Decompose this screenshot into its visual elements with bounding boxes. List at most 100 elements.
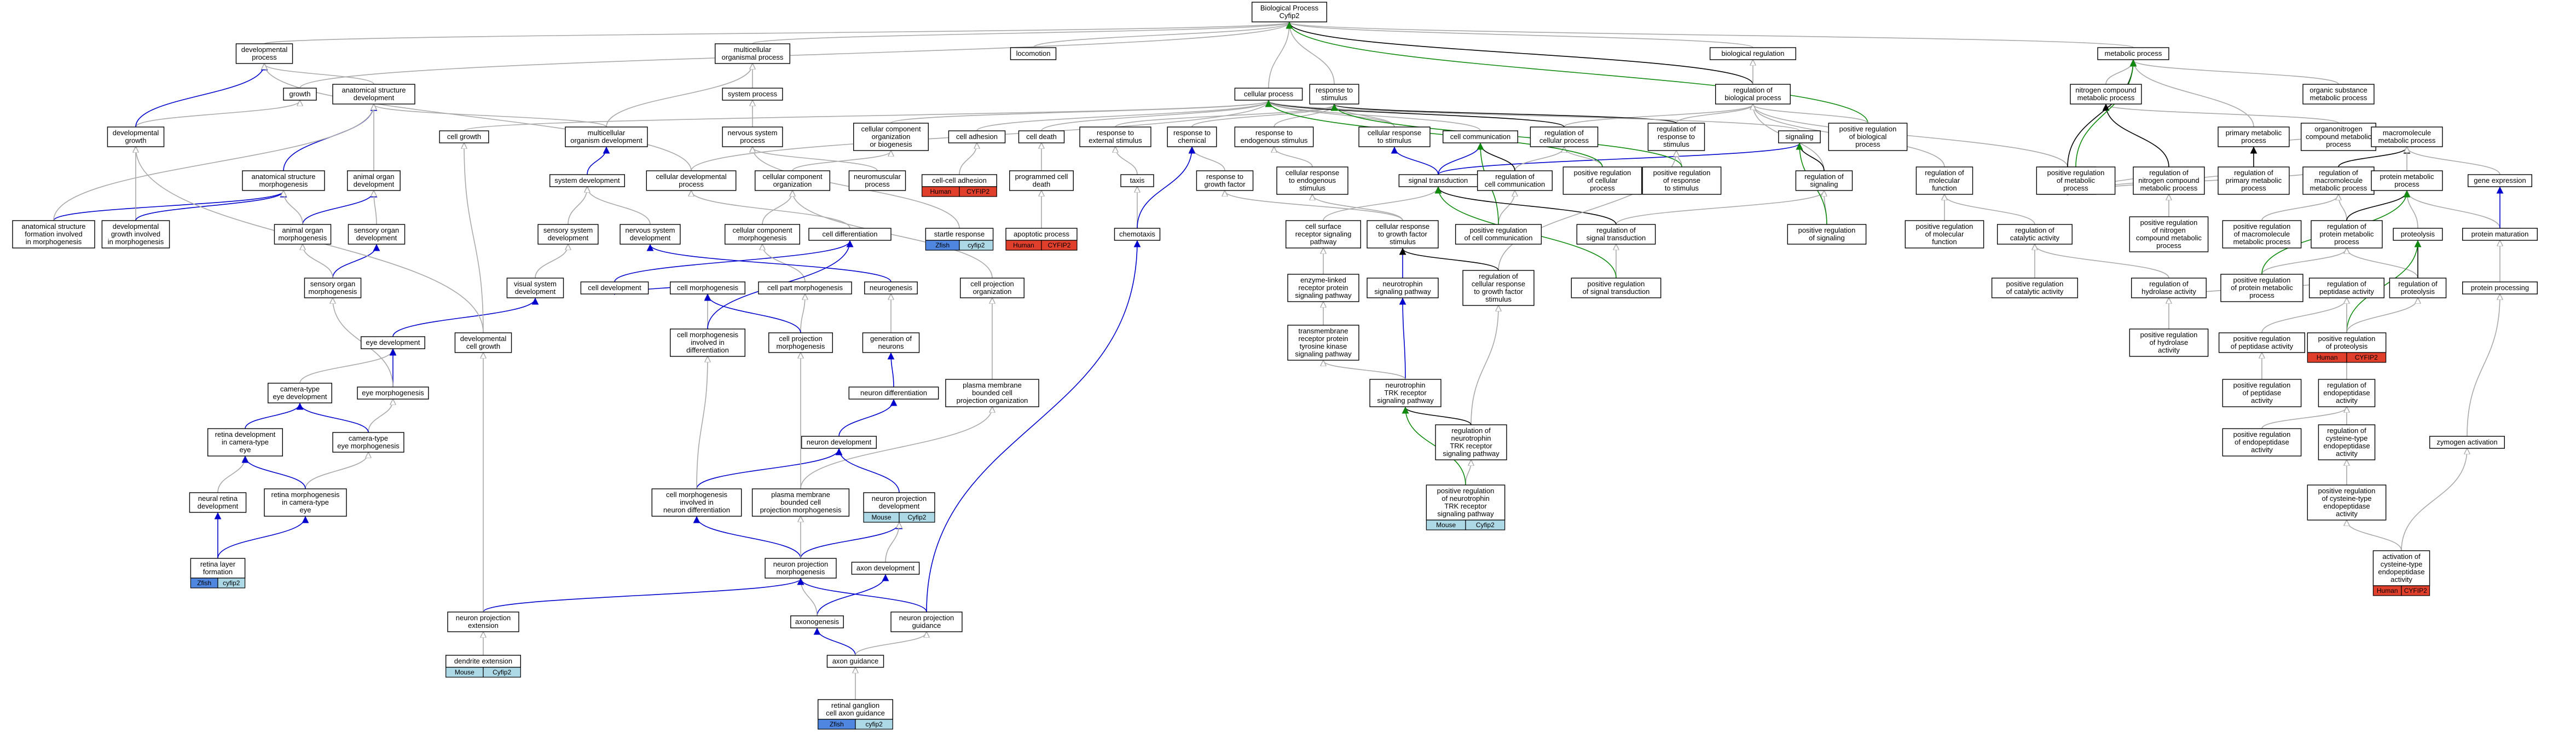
term-node-geneexpr[interactable]: gene expression (2468, 174, 2532, 187)
term-node-signaling[interactable]: signaling (1778, 130, 1821, 143)
term-node-eyemorph[interactable]: eye morphogenesis (357, 386, 429, 400)
term-node-chemotaxis[interactable]: chemotaxis (1114, 228, 1161, 241)
term-node-biolreg[interactable]: biological regulation (1709, 47, 1797, 60)
term-node-cellgrowth[interactable]: cell growth (439, 130, 489, 143)
term-node-eyedev[interactable]: eye development (361, 336, 425, 349)
term-node-axonguid[interactable]: axon guidance (826, 655, 884, 668)
term-node-protproc[interactable]: protein processing (2462, 281, 2538, 295)
term-node-metabolic[interactable]: metabolic process (2097, 47, 2169, 60)
term-node-activcysteine[interactable]: activation ofcysteine-typeendopeptidasea… (2372, 550, 2430, 596)
term-node-protmat[interactable]: protein maturation (2462, 228, 2538, 241)
term-node-neurondiff[interactable]: neuron differentiation (848, 386, 939, 400)
term-node-cellproc[interactable]: cellular process (1234, 88, 1303, 101)
term-node-sysdev[interactable]: system development (549, 174, 626, 187)
term-node-growth[interactable]: growth (283, 88, 317, 101)
term-node-cellcomm[interactable]: cell communication (1442, 130, 1518, 143)
term-node-celladh[interactable]: cell adhesion (948, 130, 1006, 143)
term-node-taxis[interactable]: taxis (1120, 174, 1154, 187)
term-node-sysproc[interactable]: system process (722, 88, 783, 101)
term-node-regcysteine[interactable]: regulation ofcysteine-typeendopeptidasea… (2318, 424, 2376, 460)
term-node-sigtrans[interactable]: signal transduction (1398, 174, 1478, 187)
